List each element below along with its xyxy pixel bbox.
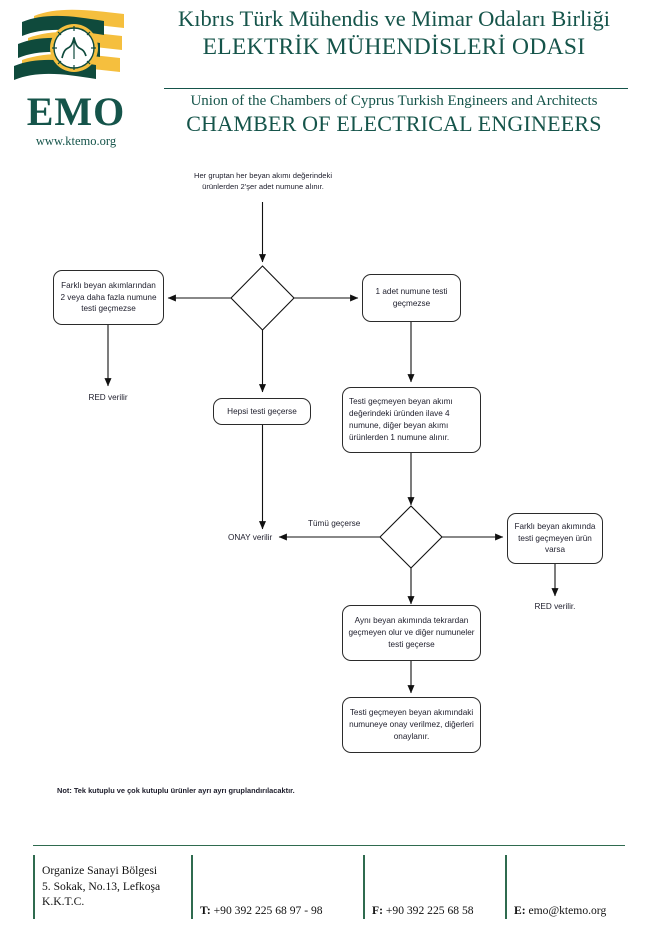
footer-top-rule	[33, 845, 625, 847]
node-two-or-more-fail[interactable]: Farklı beyan akımlarından 2 veya daha fa…	[53, 270, 164, 325]
footer-divider-2	[191, 855, 194, 919]
title-tr-line1: Kıbrıs Türk Mühendis ve Mimar Odaları Bi…	[177, 6, 611, 31]
footer-divider-1	[33, 855, 36, 919]
email-value[interactable]: emo@ktemo.org	[528, 904, 607, 917]
title-en-line2: CHAMBER OF ELECTRICAL ENGINEERS	[186, 110, 602, 136]
node-same-current-fail[interactable]: Aynı beyan akımında tekrardan geçmeyen o…	[342, 605, 481, 661]
header-divider	[164, 88, 628, 89]
footnote: Not: Tek kutuplu ve çok kutuplu ürünler …	[57, 786, 295, 795]
footer-phone: T: +90 392 225 68 97 - 98	[200, 903, 323, 919]
footer-email[interactable]: E: emo@ktemo.org	[514, 903, 606, 919]
node-different-current-fail[interactable]: Farklı beyan akımında testi geçmeyen ürü…	[507, 513, 603, 564]
title-block-tr: Kıbrıs Türk Mühendis ve Mimar Odaları Bi…	[140, 6, 648, 61]
node-all-pass[interactable]: Hepsi testi geçerse	[213, 398, 311, 425]
label-red-verilir-1: RED verilir	[88, 393, 128, 402]
footer-address: Organize Sanayi Bölgesi 5. Sokak, No.13,…	[42, 863, 182, 910]
phone-value: +90 392 225 68 97 - 98	[213, 904, 323, 917]
flowchart-connectors	[104, 202, 559, 694]
footer-fax: F: +90 392 225 68 58	[372, 903, 474, 919]
logo-wordmark: EMO	[26, 89, 126, 134]
address-line-3: K.K.T.C.	[42, 895, 85, 909]
address-line-2: 5. Sokak, No.13, Lefkoşa	[42, 879, 161, 893]
logo-url: www.ktemo.org	[35, 134, 117, 148]
emo-logo: EMO www.ktemo.org	[12, 8, 140, 154]
start-caption-line2: ürünlerden 2'şer adet numune alınır.	[202, 182, 324, 192]
footer-divider-3	[363, 855, 366, 919]
address-line-1: Organize Sanayi Bölgesi	[42, 864, 158, 877]
label-red-verilir-2: RED verilir.	[534, 602, 576, 611]
node-partial-approval[interactable]: Testi geçmeyen beyan akımındaki numuneye…	[342, 697, 481, 753]
start-caption: Her gruptan her beyan akımı değerindeki …	[168, 170, 358, 193]
node-extra-samples[interactable]: Testi geçmeyen beyan akımı değerindeki ü…	[342, 387, 481, 453]
footer-divider-4	[505, 855, 508, 919]
start-caption-line1: Her gruptan her beyan akımı değerindeki	[193, 171, 333, 180]
phone-label: T:	[200, 904, 211, 917]
flowchart: Her gruptan her beyan akımı değerindeki …	[0, 158, 657, 828]
fax-label: F:	[372, 904, 383, 917]
email-label: E:	[514, 904, 526, 917]
title-block-en: Union of the Chambers of Cyprus Turkish …	[140, 92, 648, 137]
circular-gear-emblem	[50, 24, 98, 72]
label-tumu-gecerse: Tümü geçerse	[308, 519, 361, 528]
fax-value: +90 392 225 68 58	[385, 904, 474, 917]
title-en-line1: Union of the Chambers of Cyprus Turkish …	[190, 93, 598, 109]
label-onay-verilir: ONAY verilir	[228, 533, 273, 542]
title-tr-line2: ELEKTRİK MÜHENDİSLERİ ODASI	[202, 33, 586, 60]
document-footer: Organize Sanayi Bölgesi 5. Sokak, No.13,…	[0, 845, 657, 929]
logo-waves-graphic	[14, 9, 124, 80]
document-header: EMO www.ktemo.org Kıbrıs Türk Mühendis v…	[0, 0, 657, 158]
node-one-sample-fail[interactable]: 1 adet numune testi geçmezse	[362, 274, 461, 322]
